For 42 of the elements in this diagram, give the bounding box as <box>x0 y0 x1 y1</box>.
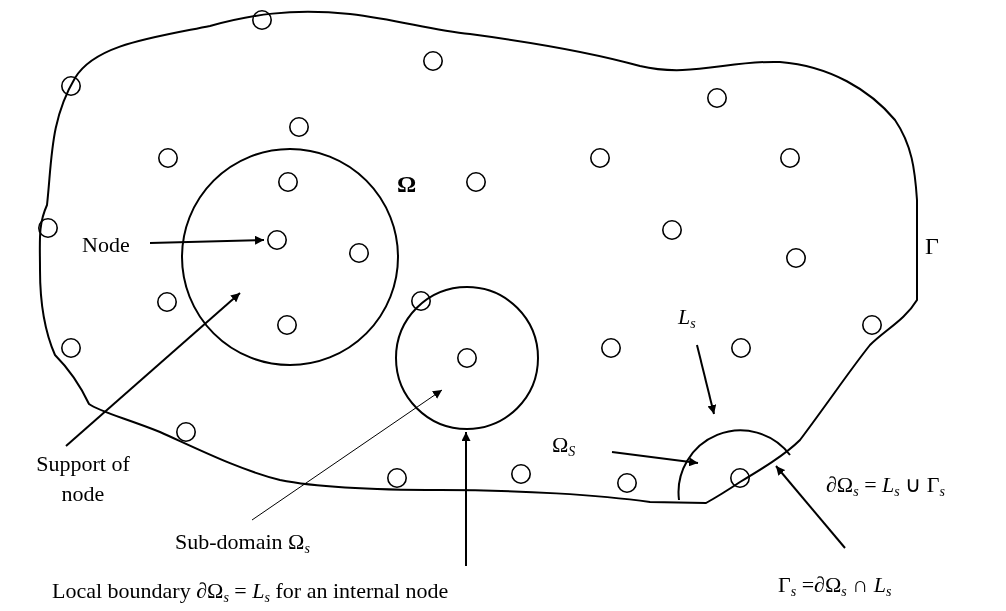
node-circle <box>780 148 800 168</box>
node-circle <box>730 468 750 488</box>
callout-text: Ω$_{S}$ <box>552 428 600 462</box>
node-circle <box>731 338 751 358</box>
boundary-symbol: Γ <box>925 232 939 261</box>
node-circle <box>590 148 610 168</box>
node-circle <box>411 291 431 311</box>
node-circle <box>457 348 477 368</box>
arrow <box>149 235 265 245</box>
node-circle <box>511 464 531 484</box>
node-circle <box>662 220 682 240</box>
callout-text: Local boundary ∂Ω$_{s}$ = L$_{s}$ for an internal node <box>52 574 652 608</box>
arrow <box>65 292 241 447</box>
node-circle <box>349 243 369 263</box>
callout-text: L$_{s}$ <box>678 300 718 336</box>
sub-domain-circle <box>395 286 539 430</box>
node-circle <box>278 172 298 192</box>
node-circle <box>267 230 287 250</box>
node-circle <box>786 248 806 268</box>
arrow <box>251 389 443 521</box>
equation-label: ∂Ω$_{s}$ = L$_{s}$ ∪ Γ$_{s}$ <box>826 471 945 501</box>
callout-text: Γ$_{s}$ =∂Ω$_{s}$ ∩ L$_{s}$ <box>778 568 958 604</box>
arrow <box>611 451 699 467</box>
arrow <box>461 431 471 567</box>
node-circle <box>61 338 81 358</box>
node-circle <box>387 468 407 488</box>
support-circle <box>181 148 399 366</box>
node-circle <box>289 117 309 137</box>
node-circle <box>157 292 177 312</box>
arrow <box>696 344 717 415</box>
node-circle <box>176 422 196 442</box>
callout-text: Node <box>82 228 148 258</box>
domain-symbol: Ω <box>397 170 417 199</box>
node-circle <box>466 172 486 192</box>
node-circle <box>617 473 637 493</box>
node-circle <box>277 315 297 335</box>
node-circle <box>601 338 621 358</box>
arrow <box>775 465 846 549</box>
node-circle <box>61 76 81 96</box>
node-circle <box>158 148 178 168</box>
callout-text: Support of node <box>18 449 148 515</box>
callout-text: Sub-domain Ω$_{s}$ <box>175 525 345 559</box>
